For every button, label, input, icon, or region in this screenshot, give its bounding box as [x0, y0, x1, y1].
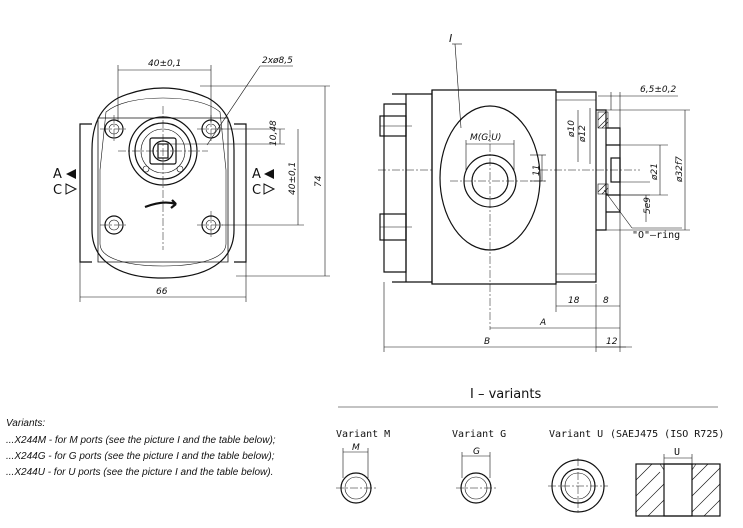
front-dimensions: 40±0,1 2xø8,5 10,48 40±0,1 74 66	[79, 56, 330, 302]
dim-width-bottom: 66	[156, 287, 168, 297]
port-a-right-label: A	[252, 167, 261, 182]
variant-m-drawing: M	[336, 443, 376, 504]
oring-label: "O"–ring	[632, 230, 680, 241]
o-ring-hatch	[597, 111, 609, 195]
arrow-right-outline-icon	[65, 183, 78, 195]
variant-g-drawing: G	[456, 447, 496, 504]
dim-12b: 12	[606, 337, 618, 347]
port-c-right-label: C	[252, 183, 261, 198]
mounting-hole-top-left	[100, 115, 128, 143]
port-c-left-label: C	[53, 183, 62, 198]
dim-width-top: 40±0,1	[148, 59, 181, 69]
variants-detail: I – variants Variant M Variant G Variant…	[336, 387, 724, 517]
front-flange-outline	[91, 87, 235, 279]
dim-a: A	[539, 318, 546, 328]
dim-shaft-top: 6,5±0,2	[640, 85, 676, 95]
dim-8: 8	[603, 296, 609, 306]
variants-title: I – variants	[470, 387, 542, 402]
dim-11: 11	[532, 165, 542, 176]
dim-3217: ø32f7	[675, 156, 685, 183]
variant-g-dim: G	[473, 447, 480, 457]
variants-notes: Variants: ...X244M - for M ports (see th…	[6, 418, 276, 478]
arrow-left-filled-icon	[66, 169, 76, 179]
dim-b: B	[484, 337, 490, 347]
dim-key: 5e9	[643, 197, 653, 214]
dim-holes: 2xø8,5	[262, 56, 293, 66]
side-body-outline	[431, 89, 557, 285]
variant-g-label: Variant G	[452, 429, 506, 440]
variant-u-drawing	[548, 458, 608, 514]
front-left-port-markers: A C	[53, 167, 78, 198]
detail-label: I	[449, 32, 452, 45]
dim-18: 18	[568, 296, 580, 306]
variant-u-label: Variant U	[549, 429, 603, 440]
dim-offset: 10,48	[269, 120, 279, 146]
shaft-assembly	[118, 106, 208, 250]
variant-m-dim: M	[352, 443, 360, 453]
side-port-label: M(G;U)	[470, 133, 501, 143]
front-body-outline	[97, 117, 229, 263]
front-view: A C A C 40±0,1 2xø8,5 10,48 40±0	[53, 56, 330, 302]
variant-m-label: Variant M	[336, 429, 390, 440]
variants-heading: Variants:	[6, 418, 45, 429]
variant-note-u: ...X244U - for U ports (see the picture …	[6, 467, 273, 478]
dim-12: ø12	[578, 125, 588, 143]
arrow-left-filled-icon	[264, 169, 274, 179]
variant-note-m: ...X244M - for M ports (see the picture …	[6, 435, 276, 446]
side-view: M(G;U) I 11 ø10 ø12 6,5±0,2 ø21 ø32f7 5e…	[378, 32, 690, 352]
variant-u-section: U	[635, 447, 721, 517]
mounting-hole-bottom-right	[197, 211, 225, 239]
variant-note-g: ...X244G - for G ports (see the picture …	[6, 451, 275, 462]
mounting-hole-bottom-left	[100, 215, 128, 235]
port-a-left-label: A	[53, 167, 62, 182]
dim-21: ø21	[650, 163, 660, 181]
front-right-port-markers: A C	[252, 167, 276, 198]
arrow-right-outline-icon	[263, 183, 276, 195]
rotation-arrow-icon	[144, 199, 177, 209]
dim-vertical: 40±0,1	[288, 162, 298, 195]
variant-u-dim: U	[674, 447, 680, 458]
dim-10: ø10	[567, 120, 577, 138]
dim-height: 74	[314, 175, 324, 187]
variant-u-standard: (SAEJ475 (ISO R725)	[610, 429, 724, 440]
